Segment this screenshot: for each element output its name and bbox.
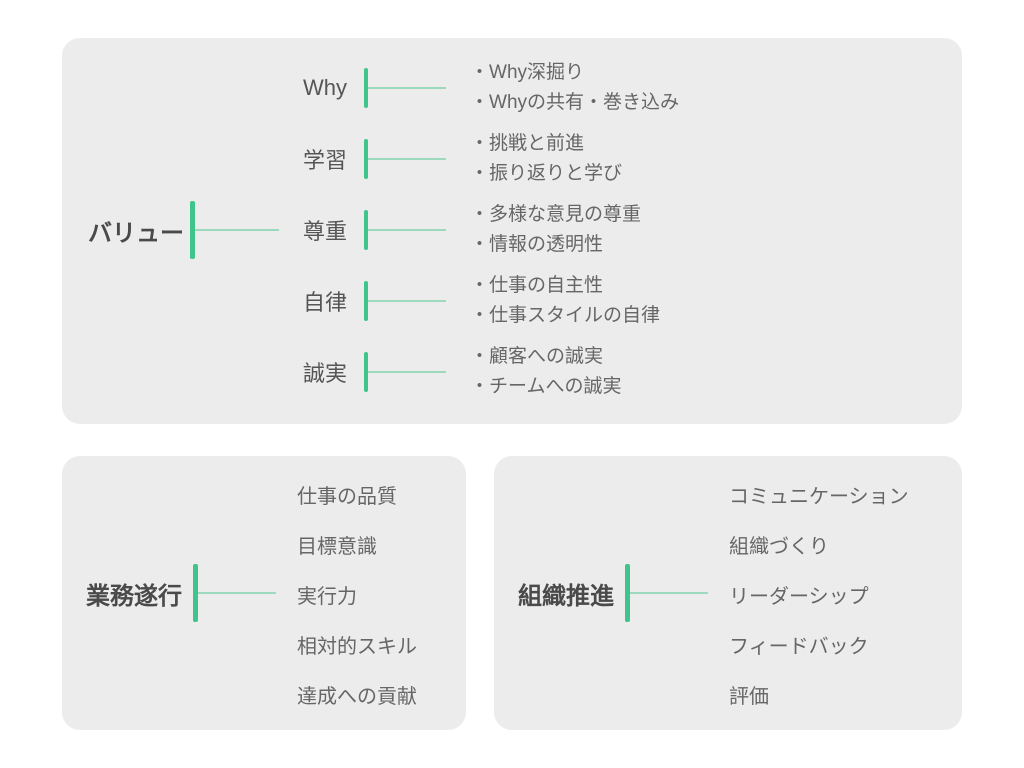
branch-connector-line [368,87,446,89]
execution-root-group: 業務遂行 [86,564,276,622]
branch-row-integrity: 誠実 ・ 顧客への誠実 ・ チームへの誠実 [233,340,621,404]
organization-root-connector-line [630,592,708,594]
branch-row-autonomy: 自律 ・ 仕事の自主性 ・ 仕事スタイルの自律 [233,269,660,333]
branch-items: ・ 多様な意見の尊重 ・ 情報の透明性 [470,200,641,260]
branch-connector-bar [364,68,368,108]
bullet-marker: ・ [470,92,490,113]
bullet-marker: ・ [470,305,490,326]
branch-item: ・ 多様な意見の尊重 [470,200,641,230]
branch-item-text: 挑戦と前進 [489,133,585,154]
bullet-marker: ・ [470,163,490,184]
branch-row-learning: 学習 ・ 挑戦と前進 ・ 振り返りと学び [233,127,622,191]
branch-connector-bar [364,139,368,179]
branch-item-text: 顧客への誠実 [489,346,604,367]
organization-items: コミュニケーション 組織づくり リーダーシップ フィードバック 評価 [729,469,909,719]
branch-item: ・ 仕事の自主性 [470,271,660,301]
branch-item-text: 多様な意見の尊重 [489,204,642,225]
branch-item-text: 振り返りと学び [489,163,623,184]
branch-connector-line [368,371,446,373]
execution-items: 仕事の品質 目標意識 実行力 相対的スキル 達成への貢献 [297,469,417,719]
bullet-marker: ・ [470,133,490,154]
organization-root-connector-bar [625,564,630,622]
branch-item-text: 情報の透明性 [489,234,604,255]
bullet-marker: ・ [470,275,490,296]
branch-item: ・ 挑戦と前進 [470,129,622,159]
branch-item-text: 仕事スタイルの自律 [489,305,661,326]
branch-connector-line [368,229,446,231]
branch-item: ・ Whyの共有・巻き込み [470,88,679,118]
branch-item-text: チームへの誠実 [489,376,622,397]
list-item: リーダーシップ [729,585,869,608]
branch-items: ・ 顧客への誠実 ・ チームへの誠実 [470,342,621,402]
list-item: 目標意識 [297,535,377,558]
values-panel: バリュー Why ・ Why深掘り ・ Whyの共有・巻き込み 学習 [62,38,962,424]
list-item: 相対的スキル [297,635,417,658]
list-item: 評価 [729,685,769,708]
bullet-marker: ・ [470,62,490,83]
branch-item: ・ チームへの誠実 [470,372,621,402]
bullet-marker: ・ [470,204,490,225]
execution-root-connector-line [198,592,276,594]
execution-root-connector-bar [193,564,198,622]
execution-panel: 業務遂行 仕事の品質 目標意識 実行力 相対的スキル 達成への貢献 [62,456,466,730]
branch-item-text: 仕事の自主性 [489,275,604,296]
branch-item: ・ 顧客への誠実 [470,342,621,372]
bullet-marker: ・ [470,346,490,367]
organization-panel: 組織推進 コミュニケーション 組織づくり リーダーシップ フィードバック 評価 [494,456,962,730]
bullet-marker: ・ [470,234,490,255]
values-root-label: バリュー [88,219,184,247]
branch-connector-line [368,158,446,160]
branch-row-respect: 尊重 ・ 多様な意見の尊重 ・ 情報の透明性 [233,198,641,262]
branch-connector-line [368,300,446,302]
list-item: 実行力 [297,585,357,608]
branch-row-why: Why ・ Why深掘り ・ Whyの共有・巻き込み [233,56,679,120]
list-item: 達成への貢献 [297,685,417,708]
list-item: 仕事の品質 [297,485,397,508]
branch-connector-bar [364,281,368,321]
branch-label: 自律 [302,290,347,315]
values-root-connector-bar [190,201,195,259]
branch-items: ・ 挑戦と前進 ・ 振り返りと学び [470,129,622,189]
branch-item: ・ 仕事スタイルの自律 [470,301,660,331]
branch-item: ・ 振り返りと学び [470,159,622,189]
branch-items: ・ Why深掘り ・ Whyの共有・巻き込み [470,58,679,118]
branch-connector-bar [364,210,368,250]
branch-label: Why [303,75,347,100]
bullet-marker: ・ [470,376,490,397]
branch-item-text: Whyの共有・巻き込み [489,92,680,113]
branch-item: ・ Why深掘り [470,58,679,88]
values-root-connector-line [195,229,279,231]
values-root-group: バリュー [88,201,279,259]
branch-label: 誠実 [302,361,347,386]
list-item: コミュニケーション [729,485,909,508]
branch-item-text: Why深掘り [489,62,585,83]
branch-label: 学習 [302,148,347,173]
organization-root-group: 組織推進 [518,564,708,622]
list-item: フィードバック [729,635,869,658]
branch-connector-bar [364,352,368,392]
organization-root-label: 組織推進 [518,582,614,610]
list-item: 組織づくり [729,535,829,558]
branch-items: ・ 仕事の自主性 ・ 仕事スタイルの自律 [470,271,660,331]
execution-root-label: 業務遂行 [86,582,182,610]
branch-item: ・ 情報の透明性 [470,230,641,260]
branch-label: 尊重 [302,219,347,244]
